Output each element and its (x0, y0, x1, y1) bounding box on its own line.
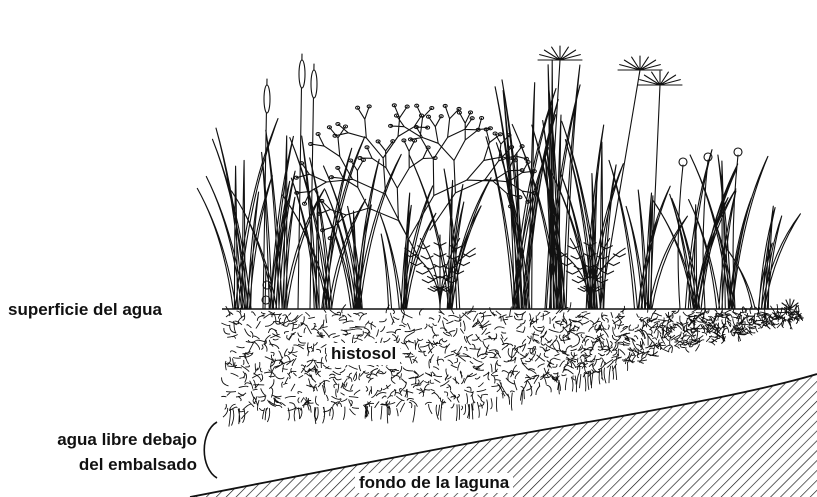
papyrus-umbel (618, 56, 662, 70)
free-water-label-line-1: agua libre debajo (57, 430, 197, 450)
sedge-tuft (512, 60, 580, 309)
papyrus-umbel (638, 71, 682, 85)
cattail-spike (299, 60, 305, 88)
water-surface-label: superficie del agua (8, 300, 162, 320)
branching-shrub (294, 104, 536, 309)
flower-stem (733, 155, 738, 309)
lagoon-bottom-label: fondo de la laguna (355, 473, 513, 493)
free-water-bracket (204, 422, 217, 478)
cattail-stem (298, 54, 302, 309)
free-water-label-line-2: del embalsado (79, 455, 197, 475)
papyrus-umbel (538, 46, 582, 60)
cattail-spike (264, 85, 270, 113)
histosol-label: histosol (327, 343, 400, 365)
sedge-tuft (409, 155, 491, 309)
vegetation (197, 46, 800, 309)
cattail-spike (311, 70, 317, 98)
